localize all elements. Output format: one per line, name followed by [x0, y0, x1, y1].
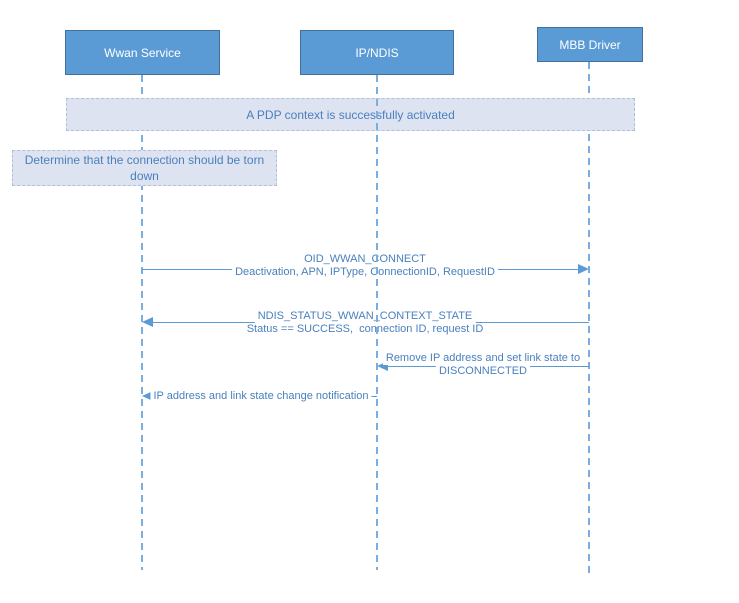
actor-box-mbb-driver: MBB Driver — [537, 27, 643, 62]
arrow-right-icon — [578, 264, 589, 274]
arrow-left-icon — [377, 361, 388, 371]
message-label-line2: Status == SUCCESS, connection ID, reques… — [243, 323, 487, 336]
note-pdp-context-activated: A PDP context is successfully activated — [66, 98, 635, 131]
message-label-line1: Remove IP address and set link state to — [382, 352, 584, 365]
message-label-line2: Deactivation, APN, IPType, ConnectionID,… — [232, 266, 498, 279]
actor-box-wwan-service: Wwan Service — [65, 30, 220, 75]
message-label-line2: DISCONNECTED — [435, 365, 530, 378]
message-label-line1: OID_WWAN_CONNECT — [301, 253, 429, 266]
arrow-left-icon — [142, 391, 153, 401]
actor-label-wwan-service: Wwan Service — [104, 45, 181, 60]
arrow-left-icon — [142, 317, 153, 327]
lifeline-mbb-driver — [588, 62, 590, 578]
actor-box-ip-ndis: IP/NDIS — [300, 30, 454, 75]
message-label-line1: NDIS_STATUS_WWAN_CONTEXT_STATE — [254, 310, 476, 323]
message-label-line1: IP address and link state change notific… — [150, 390, 372, 403]
note-text: Determine that the connection should be … — [24, 153, 265, 183]
note-determine-teardown: Determine that the connection should be … — [12, 150, 277, 186]
actor-label-ip-ndis: IP/NDIS — [355, 45, 399, 60]
actor-label-mbb-driver: MBB Driver — [559, 37, 621, 52]
note-text: A PDP context is successfully activated — [246, 107, 455, 122]
lifeline-ip-ndis — [376, 75, 378, 570]
